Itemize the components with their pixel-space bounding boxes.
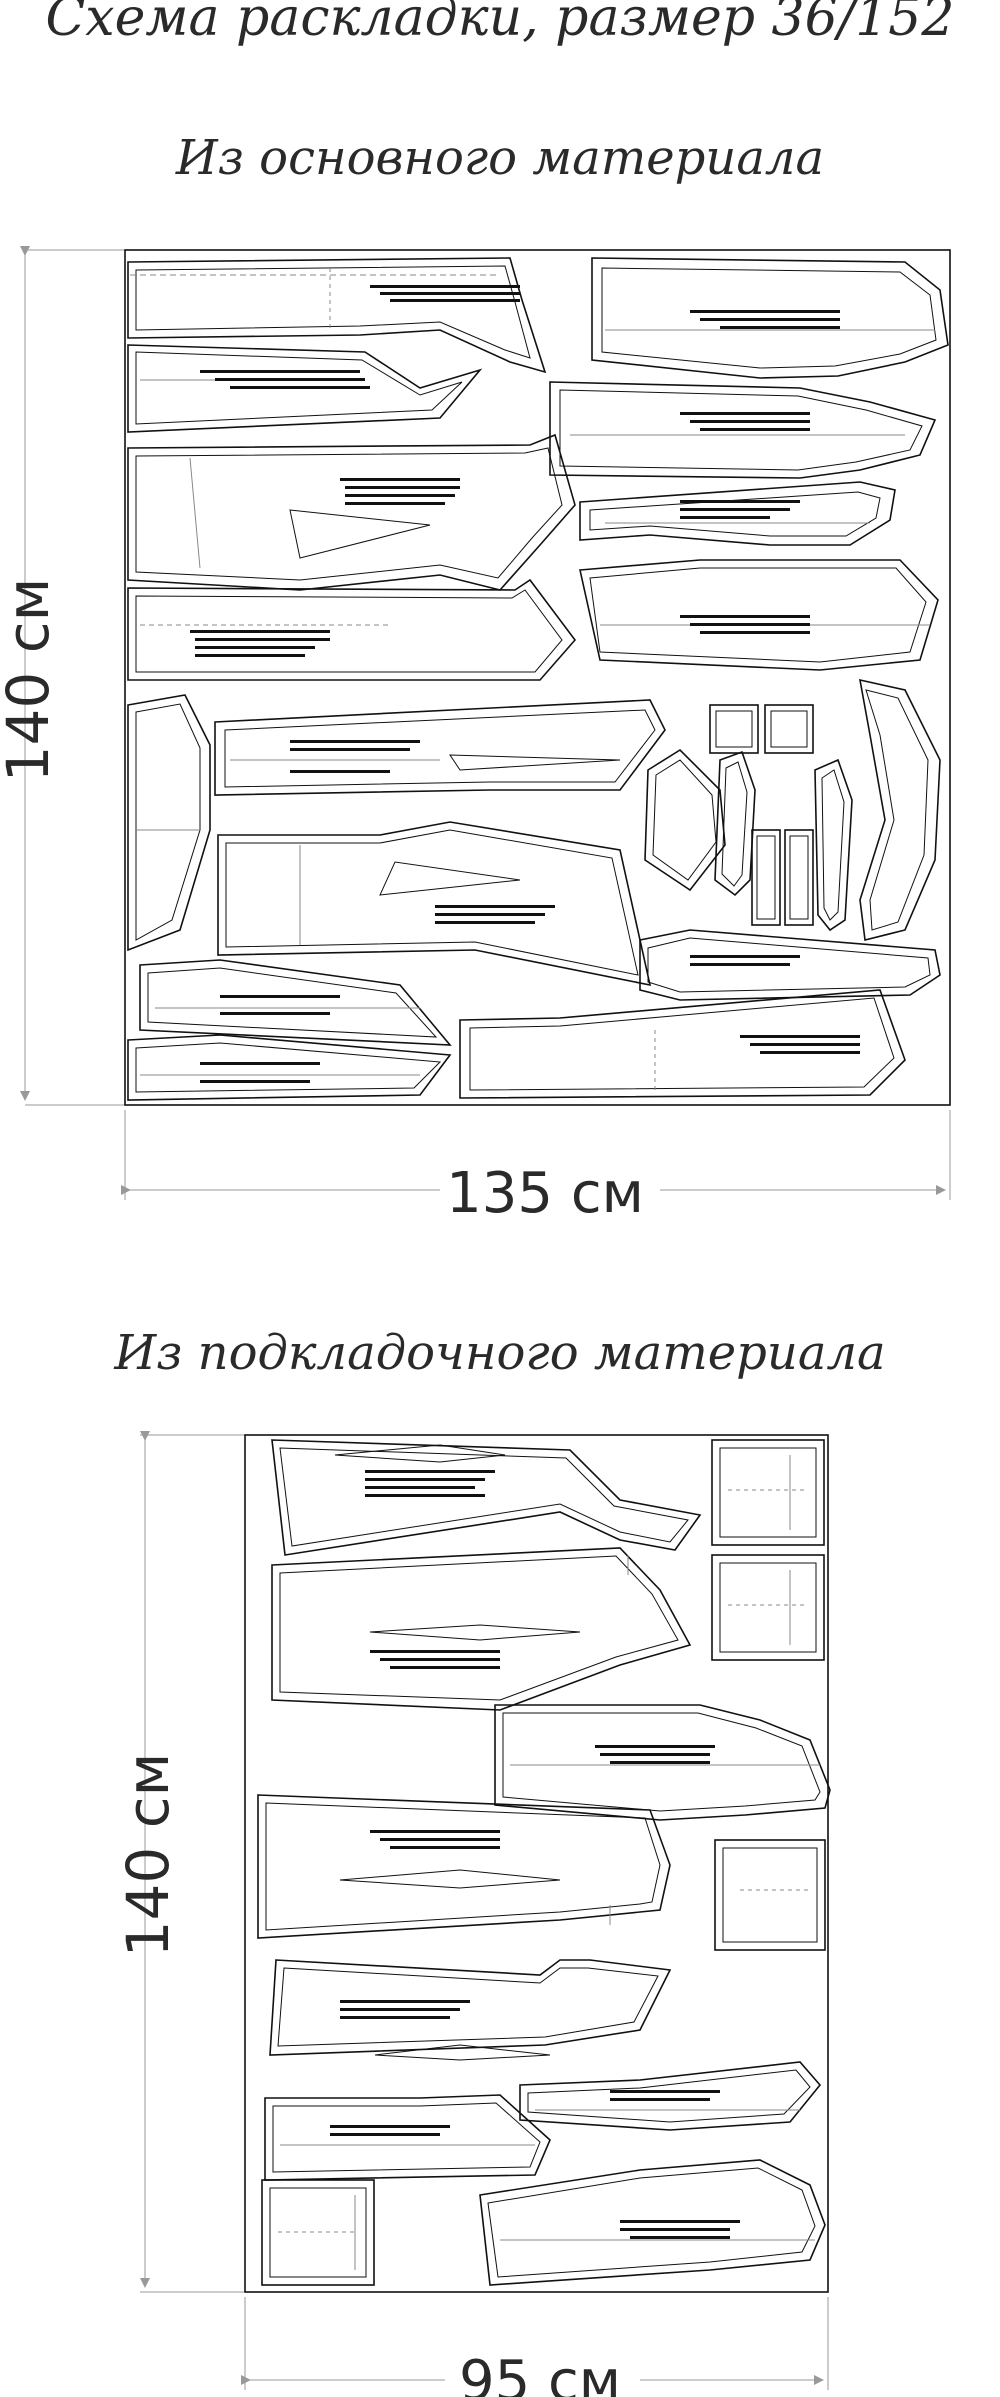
pattern-piece-3 — [591, 257, 949, 379]
lining-pocket-3 — [714, 1839, 826, 1951]
lining-piece-5 — [269, 1959, 672, 2061]
lining-piece-7 — [264, 2094, 551, 2181]
lining-frame — [244, 1434, 829, 2293]
lining-piece-6 — [519, 2061, 822, 2131]
lining-pocket-1 — [711, 1439, 825, 1546]
pattern-piece-7 — [127, 578, 577, 681]
lining-piece-1 — [271, 1439, 702, 1556]
width-label: 135 см — [446, 1161, 644, 1226]
lining-pocket-4 — [261, 2179, 375, 2286]
lining-piece-8 — [479, 2159, 826, 2286]
lining-pocket-2 — [711, 1554, 825, 1661]
pattern-piece-5 — [127, 433, 576, 591]
width-label-2: 95 см — [459, 2349, 621, 2397]
pattern-piece-19 — [784, 829, 814, 926]
pattern-piece-10 — [214, 699, 666, 796]
pattern-piece-6 — [579, 481, 896, 546]
pattern-piece-14 — [714, 750, 756, 897]
lining-piece-3 — [494, 1704, 831, 1821]
main-fabric-layout: 140 см 135 см — [0, 246, 951, 1226]
lining-layout: 140 см 95 см — [114, 1431, 831, 2397]
pattern-piece-20 — [639, 929, 941, 1001]
page-title: Схема раскладки, размер 36/152 — [45, 0, 955, 48]
pattern-piece-17 — [764, 704, 814, 754]
lining-fabric-heading: Из подкладочного материала — [114, 1325, 886, 1381]
fabric-frame — [124, 249, 951, 1106]
pattern-piece-2 — [127, 344, 483, 433]
pattern-piece-15 — [814, 758, 853, 932]
pattern-piece-11 — [217, 821, 652, 987]
pattern-piece-23 — [459, 989, 906, 1099]
pattern-piece-22 — [127, 1034, 452, 1101]
pattern-piece-21 — [139, 959, 452, 1046]
pattern-piece-9 — [127, 694, 211, 952]
height-label-2: 140 см — [114, 1753, 182, 1958]
pattern-piece-18 — [751, 829, 781, 926]
pattern-piece-4 — [549, 381, 937, 479]
lining-piece-2 — [271, 1547, 692, 1711]
height-label: 140 см — [0, 578, 62, 783]
pattern-piece-8 — [579, 559, 939, 671]
main-fabric-heading: Из основного материала — [175, 130, 825, 186]
pattern-piece-1 — [127, 257, 547, 374]
pattern-piece-13 — [644, 748, 726, 892]
lining-piece-4 — [257, 1794, 671, 1939]
pattern-piece-16 — [709, 704, 759, 754]
pattern-piece-12 — [858, 678, 941, 941]
